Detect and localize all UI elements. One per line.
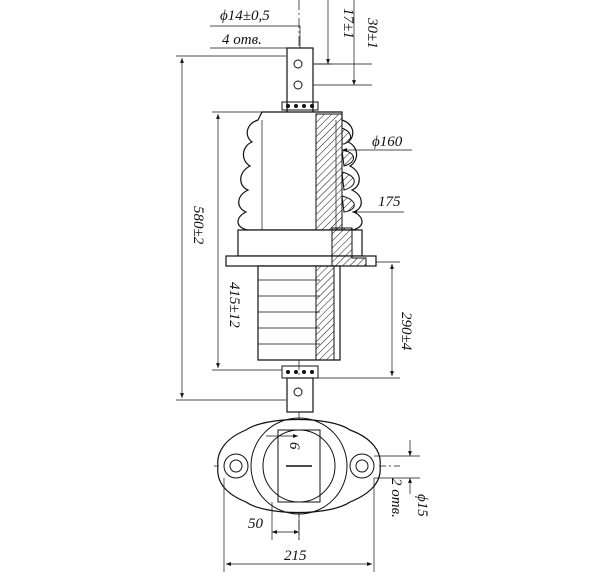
front-view [225, 0, 377, 413]
top-hole-diameter-label: ϕ14±0,5 [220, 8, 270, 24]
dim-17-label: 17±1 [340, 8, 356, 39]
plan-ear-hole [229, 459, 243, 473]
plan-view: 6 ϕ15 2 отв. 50 215 [214, 412, 430, 572]
dim-50-label: 50 [248, 516, 264, 532]
terminal-hole [293, 387, 303, 397]
dim-160-label: ϕ160 [372, 134, 403, 150]
top-nuts [281, 101, 319, 111]
bottom-nuts [281, 365, 319, 379]
dim-215-label: 215 [284, 548, 307, 564]
bottom-terminal [286, 377, 314, 413]
dim-290-label: 290±4 [398, 312, 414, 351]
plan-ear [223, 453, 249, 479]
top-hole-count-label: 4 отв. [222, 32, 262, 48]
terminal-hole [293, 59, 303, 69]
top-terminal [286, 47, 314, 123]
dim-30-label: 30±1 [364, 17, 380, 49]
dimensions-front: ϕ14±0,5 4 отв. 17±1 30±1 ϕ160 175 580±2 … [176, 0, 414, 401]
section-hatch-lower [315, 265, 335, 361]
dim-415-label: 415±12 [226, 282, 242, 328]
dim-6-label: 6 [286, 442, 302, 450]
flange-hole-diameter-label: ϕ15 [414, 494, 430, 517]
dim-580-label: 580±2 [190, 206, 206, 245]
section-hatch-upper [315, 113, 343, 247]
terminal-hole [293, 80, 303, 90]
plan-terminal-slot [277, 429, 321, 503]
section-hatch-shed [341, 127, 355, 213]
plan-ear-hole [355, 459, 369, 473]
plan-ear [349, 453, 375, 479]
flange-hole-count-label: 2 отв. [388, 478, 404, 518]
dim-175-label: 175 [378, 194, 401, 210]
lower-ribs [258, 279, 320, 345]
